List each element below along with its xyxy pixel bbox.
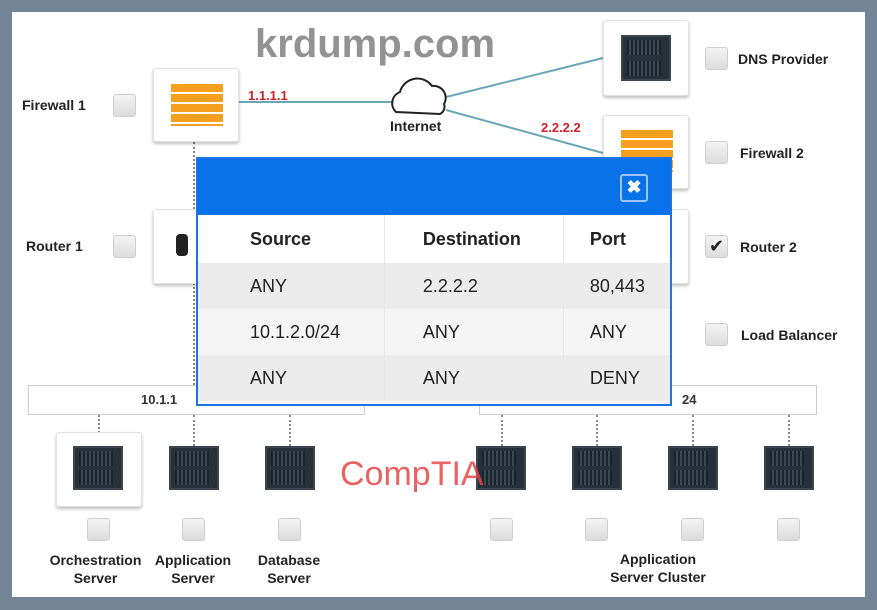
checkmark-icon: ✔ <box>708 236 725 256</box>
cell-destination[interactable]: 2.2.2.2 <box>384 263 564 309</box>
network-left-label: 10.1.1 <box>141 392 178 407</box>
header-destination: Destination <box>384 215 564 263</box>
cell-source[interactable]: 10.1.2.0/24 <box>198 309 385 355</box>
router-icon <box>176 234 188 256</box>
router2-checkbox[interactable]: ✔ <box>705 235 728 258</box>
close-button[interactable]: ✖ <box>620 174 648 202</box>
link-internet-dns <box>445 57 604 98</box>
server-icon <box>621 35 671 81</box>
cell-port[interactable]: DENY <box>563 355 670 401</box>
cluster1-checkbox[interactable] <box>490 518 513 541</box>
firewall-icon <box>171 84 223 126</box>
firewall2-ip: 2.2.2.2 <box>541 120 581 135</box>
rules-table: Source Destination Port ANY 2.2.2.2 80,4… <box>198 215 670 401</box>
router1-label: Router 1 <box>26 238 83 254</box>
link-internet-firewall2 <box>445 109 604 154</box>
orchestration-checkbox[interactable] <box>87 518 110 541</box>
link-orch <box>98 415 100 433</box>
table-row[interactable]: ANY 2.2.2.2 80,443 <box>198 263 670 309</box>
dns-provider-checkbox[interactable] <box>705 47 728 70</box>
table-row[interactable]: 10.1.2.0/24 ANY ANY <box>198 309 670 355</box>
server-icon[interactable] <box>169 446 219 490</box>
cell-port[interactable]: ANY <box>589 321 627 342</box>
table-row[interactable]: ANY ANY DENY <box>198 355 670 401</box>
cluster3-checkbox[interactable] <box>681 518 704 541</box>
firewall-rules-dialog: ✖ Source Destination Port ANY 2.2.2.2 80… <box>196 157 672 406</box>
load-balancer-checkbox[interactable] <box>705 323 728 346</box>
dns-provider-label: DNS Provider <box>738 51 829 67</box>
cluster4-checkbox[interactable] <box>777 518 800 541</box>
server-icon[interactable] <box>265 446 315 490</box>
link-c4 <box>788 415 790 446</box>
link-db <box>289 415 291 446</box>
firewall1-checkbox[interactable] <box>113 94 136 117</box>
database-checkbox[interactable] <box>278 518 301 541</box>
firewall1-label: Firewall 1 <box>22 97 86 113</box>
server-icon[interactable] <box>476 446 526 490</box>
firewall2-checkbox[interactable] <box>705 141 728 164</box>
link-c2 <box>596 415 598 446</box>
link-c1 <box>501 415 503 446</box>
server-icon[interactable] <box>73 446 123 490</box>
dns-provider-device[interactable] <box>603 20 689 96</box>
server-icon[interactable] <box>668 446 718 490</box>
application-checkbox[interactable] <box>182 518 205 541</box>
server-icon[interactable] <box>764 446 814 490</box>
network-right-label: 24 <box>682 392 697 407</box>
router2-label: Router 2 <box>740 239 797 255</box>
link-c3 <box>692 415 694 446</box>
router1-checkbox[interactable] <box>113 235 136 258</box>
cluster2-checkbox[interactable] <box>585 518 608 541</box>
firewall1-ip: 1.1.1.1 <box>248 88 288 103</box>
link-app <box>193 415 195 446</box>
firewall1-device[interactable] <box>153 68 239 142</box>
cell-source[interactable]: ANY <box>198 355 385 401</box>
cell-destination[interactable]: ANY <box>384 355 564 401</box>
server-icon[interactable] <box>572 446 622 490</box>
cell-port[interactable]: 80,443 <box>563 263 670 309</box>
load-balancer-label: Load Balancer <box>741 327 838 343</box>
header-source: Source <box>198 215 385 263</box>
firewall2-label: Firewall 2 <box>740 145 804 161</box>
cell-destination[interactable]: ANY <box>384 309 564 355</box>
cloud-icon <box>391 77 447 116</box>
table-header-row: Source Destination Port <box>198 215 670 263</box>
internet-label: Internet <box>390 118 442 134</box>
cell-source[interactable]: ANY <box>198 263 385 309</box>
dialog-header: ✖ <box>198 159 670 215</box>
header-port: Port <box>563 215 670 263</box>
close-icon: ✖ <box>626 177 642 197</box>
